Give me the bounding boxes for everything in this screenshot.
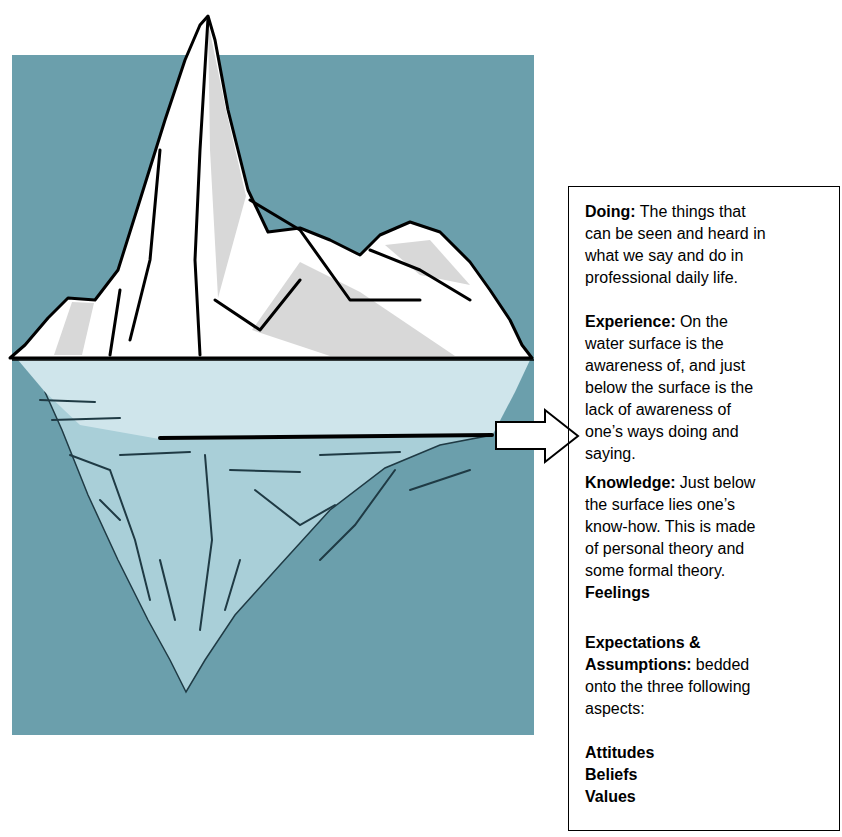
text-paragraph: Doing:The things that can be seen and he… <box>585 201 767 289</box>
text-paragraph: Values <box>585 786 767 808</box>
ice-ridges <box>110 18 492 438</box>
ridge-line <box>100 500 120 520</box>
ridge-line <box>70 455 150 600</box>
ridge-line <box>110 290 120 355</box>
text-paragraph: Attitudes <box>585 742 767 764</box>
text-paragraph: Knowledge:Just below the surface lies on… <box>585 472 767 582</box>
ridge-line <box>200 455 212 630</box>
text-paragraph: Feelings <box>585 582 767 604</box>
ridge-line <box>410 470 470 490</box>
heading-text: Expectations & Assumptions: <box>585 634 701 673</box>
heading-text: Experience: <box>585 313 676 330</box>
text-paragraph: Expectations & Assumptions:bedded onto t… <box>585 632 767 720</box>
sea-background <box>12 55 534 735</box>
text-panel: Doing:The things that can be seen and he… <box>568 186 840 831</box>
ridge-line <box>320 470 395 560</box>
waterline <box>12 359 534 361</box>
heading-text: Knowledge: <box>585 474 676 491</box>
ridge-line <box>195 18 208 355</box>
ridge-line <box>320 452 400 455</box>
ridge-line <box>40 400 95 402</box>
heading-text: Doing: <box>585 203 636 220</box>
text-paragraph: Beliefs <box>585 764 767 786</box>
ridge-line <box>215 280 300 330</box>
submerged-ice-upper <box>18 360 530 440</box>
heading-text: Beliefs <box>585 766 637 783</box>
text-paragraph: Experience:On the water surface is the a… <box>585 311 767 465</box>
ridge-line <box>250 200 420 300</box>
shade <box>54 302 94 355</box>
ridge-line <box>225 560 240 610</box>
ridge-line <box>230 470 300 472</box>
heading-text: Values <box>585 788 636 805</box>
ice-base-line <box>160 435 492 438</box>
block-arrow <box>496 410 578 462</box>
heading-text: Feelings <box>585 584 650 601</box>
submerged-ice <box>45 392 505 692</box>
iceberg-tip <box>10 16 532 358</box>
ridge-line <box>52 418 120 420</box>
shade <box>252 262 455 356</box>
ridge-line <box>160 560 175 620</box>
ridge-line <box>120 452 190 455</box>
heading-text: Attitudes <box>585 744 654 761</box>
ice-shading <box>54 22 470 356</box>
ridge-line <box>255 490 335 525</box>
body-text: On the water surface is the awareness of… <box>585 313 753 462</box>
ridge-line <box>370 250 470 300</box>
shade <box>208 22 246 298</box>
ridge-line <box>130 150 160 340</box>
